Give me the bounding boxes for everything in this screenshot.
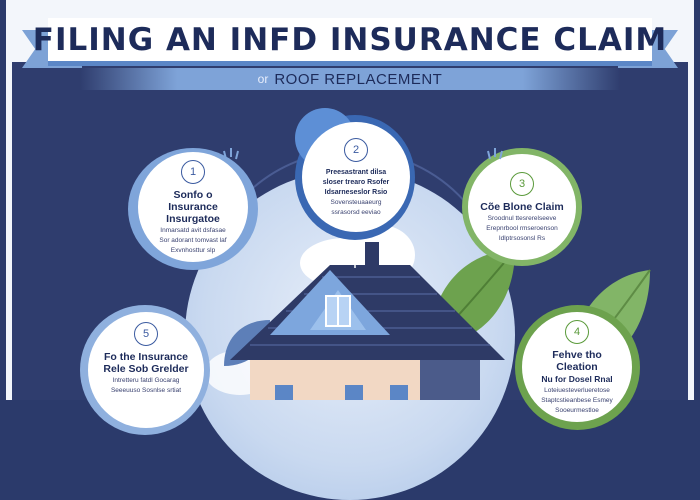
step-text: Inmarsatd avit dsfasae (160, 226, 226, 234)
step-number: 3 (510, 171, 534, 196)
step-title: sloser trearo Rsofer (322, 178, 390, 186)
subtitle-prefix: or (257, 72, 269, 86)
step-text: Exvnhosttur slp (170, 246, 216, 254)
step-title: Preesastrant dilsa (325, 168, 387, 176)
step-title: Fehve tho Cleation (552, 349, 602, 373)
step-number: 4 (565, 320, 589, 344)
step-text: Staptcstieanbese Esmey (541, 397, 613, 404)
step-text: ssrasorsd eeviao (331, 208, 381, 216)
step-text: Loteiuesteverlueretose (544, 387, 610, 394)
step-number: 5 (134, 322, 158, 346)
sparkle-icon (223, 148, 239, 160)
step-title: Sonfo o Insurance (168, 188, 218, 213)
step-text: Sovensteuaaeurg (330, 198, 382, 206)
step-card-3: 3 Cõe Blone Claim Sroodnul ttesrerelseev… (468, 154, 576, 260)
page-title: FILING AN INFD INSURANCE CLAIM (32, 21, 668, 58)
step-title: Insurgatoe (166, 212, 220, 225)
step-text: Sor adorant tomvast laf (159, 236, 227, 244)
leaf-illustration (224, 320, 270, 366)
sparkle-icon (487, 148, 503, 160)
step-text: Erepnrbool rmseroenson (486, 224, 558, 232)
subtitle-bar: or ROOF REPLACEMENT (80, 68, 620, 90)
step-text: Intretteru fatdl Gocarag (112, 377, 180, 384)
step-card-5: 5 Fo the Insurance Rele Sob Grelder Intr… (88, 312, 204, 428)
step-number: 1 (181, 159, 205, 184)
step-title: Rele Sob Grelder (103, 363, 189, 375)
step-card-4: 4 Fehve tho Cleation Nu for Dosel Rnal L… (522, 312, 632, 422)
step-text: Sroodnul ttesrerelseeve (487, 214, 557, 222)
subtitle: ROOF REPLACEMENT (274, 70, 443, 88)
step-text: Idlptrsosonsl Rs (498, 234, 546, 242)
step-title: Idsarneseslor Rsio (324, 188, 388, 196)
step-title: Nu for Dosel Rnal (541, 374, 613, 384)
step-text: Seeeuuso Sosnlse srtiat (110, 387, 182, 394)
step-title: Fo the Insurance (103, 351, 188, 363)
step-card-1: 1 Sonfo o Insurance Insurgatoe Inmarsatd… (138, 152, 248, 262)
step-title: Cõe Blone Claim (480, 200, 564, 213)
step-text: Sooeurmestloe (555, 407, 599, 414)
step-number: 2 (344, 137, 368, 162)
step-card-2: 2 Preesastrant dilsa sloser trearo Rsofe… (302, 122, 410, 232)
title-ribbon: FILING AN INFD INSURANCE CLAIM (33, 18, 666, 66)
